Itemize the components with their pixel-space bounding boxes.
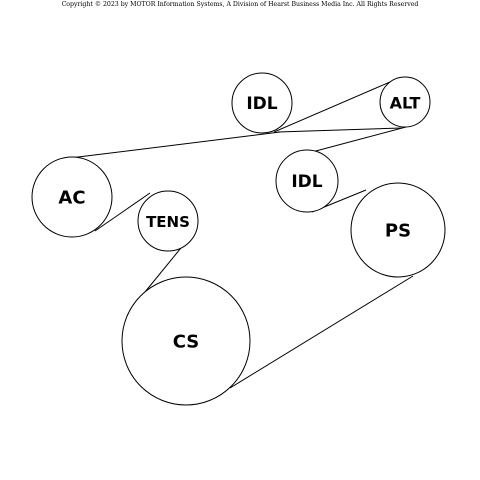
pulley-label: AC (58, 188, 85, 209)
belt-segment (69, 131, 281, 159)
belt-segment (277, 127, 403, 133)
pulley-ac: AC (31, 156, 113, 238)
pulley-ps: PS (350, 182, 446, 278)
pulley-label: TENS (146, 213, 190, 231)
pulley-label: ALT (390, 94, 421, 113)
belt-segment (273, 81, 391, 133)
pulley-idl-top: IDL (231, 72, 293, 134)
belt-segment (229, 275, 414, 389)
pulley-label: PS (385, 221, 411, 242)
pulley-label: IDL (246, 94, 277, 114)
pulley-alt: ALT (379, 76, 431, 128)
pulley-label: CS (173, 332, 200, 353)
copyright-notice: Copyright © 2023 by MOTOR Information Sy… (61, 1, 419, 8)
pulley-cs: CS (121, 276, 251, 406)
belt-segment (94, 192, 151, 232)
pulley-label: IDL (291, 172, 322, 192)
pulley-tens: TENS (137, 190, 199, 252)
pulley-idl-mid: IDL (275, 149, 339, 213)
belt-segment (311, 126, 407, 153)
